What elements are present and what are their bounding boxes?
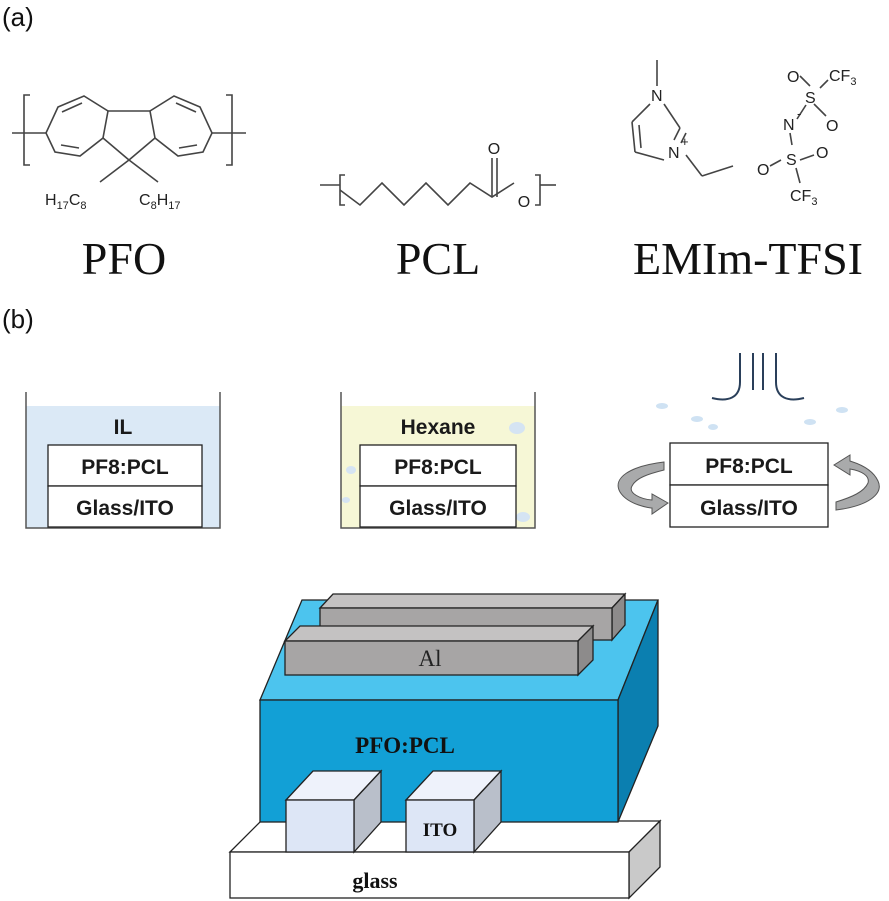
spin-substrate-label: Glass/ITO [700, 497, 798, 520]
pfo-left-chain: H17C8 [45, 192, 87, 212]
al-back-top [318, 593, 627, 609]
spin-substrate-layer [669, 484, 829, 528]
hexane-bubble [509, 422, 525, 434]
hexane-beaker [340, 392, 536, 529]
pfo-right-chain: C8H17 [139, 192, 181, 212]
tfsi-oxygen-2: O [826, 118, 838, 135]
pfo-bonds [12, 94, 246, 183]
droplet [691, 416, 703, 422]
emim-bonds [631, 60, 734, 177]
process-spin: PF8:PCL Glass/ITO [617, 353, 880, 528]
tfsi-bonds [769, 75, 829, 184]
il-substrate-layer [47, 485, 203, 528]
rotation-arrow-left-icon [617, 461, 669, 515]
active-layer-label: PFO:PCL [355, 733, 455, 758]
hexane-substrate-label: Glass/ITO [389, 497, 487, 520]
hexane-bubble [346, 466, 356, 474]
tfsi-oxygen-1: O [787, 69, 799, 86]
pfo-structure: H17C8 C8H17 [12, 94, 246, 212]
emim-nitrogen: N [651, 88, 663, 105]
emim-nitrogen-plus: N [668, 145, 680, 162]
ito-left-front [285, 799, 355, 853]
al-label: Al [419, 646, 442, 671]
droplet [836, 407, 848, 413]
tfsi-nitrogen-anion: N [783, 117, 795, 134]
spin-film-label: PF8:PCL [705, 455, 793, 478]
device-schematic: glass PFO:PCL Al ITO [228, 592, 662, 900]
panel-label-b: (b) [2, 304, 34, 334]
emim-plus-charge: + [681, 134, 689, 149]
tfsi-minus-charge: - [797, 106, 801, 121]
tfsi-cf3-bottom: CF3 [790, 188, 817, 208]
glass-front [229, 851, 630, 899]
hexane-bubble [516, 512, 530, 522]
airflow-left-line [711, 353, 741, 401]
tfsi-sulfur-bottom: S [786, 152, 797, 169]
droplet [656, 403, 668, 409]
hexane-substrate-layer [359, 485, 517, 528]
tfsi-cf3-top: CF3 [829, 68, 856, 88]
hexane-bubble [342, 497, 350, 503]
hexane-solvent-label: Hexane [401, 416, 476, 439]
pfo-name: PFO [82, 233, 166, 284]
droplet [708, 424, 718, 430]
process-il: IL PF8:PCL Glass/ITO [25, 392, 221, 529]
tfsi-oxygen-4: O [816, 145, 828, 162]
ito-label: ITO [423, 820, 458, 841]
spin-film-layer [669, 442, 829, 486]
il-beaker [25, 392, 221, 529]
il-film-layer [47, 444, 203, 487]
al-front-front [284, 640, 579, 676]
pcl-bonds [320, 158, 556, 207]
ito-right-front [405, 799, 475, 853]
glass-label: glass [352, 868, 398, 893]
tfsi-oxygen-3: O [757, 162, 769, 179]
tfsi-sulfur-top: S [805, 90, 816, 107]
al-front-top [283, 625, 595, 642]
pcl-ester-oxygen: O [518, 194, 530, 211]
pcl-carbonyl-oxygen: O [488, 141, 500, 158]
rotation-arrow-right-icon [833, 454, 880, 511]
il-solvent-label: IL [114, 416, 133, 439]
emim-tfsi-name: EMIm-TFSI [633, 233, 863, 284]
pcl-name: PCL [396, 233, 480, 284]
il-film-label: PF8:PCL [81, 456, 169, 479]
hexane-film-label: PF8:PCL [394, 456, 482, 479]
panel-label-a: (a) [2, 2, 34, 32]
pcl-structure: O O [320, 141, 556, 211]
emim-tfsi-structure: N N + O CF3 S O N - O S O CF3 [631, 60, 856, 208]
droplet [804, 419, 816, 425]
process-hexane: Hexane PF8:PCL Glass/ITO [340, 392, 536, 529]
airflow-right-line [775, 353, 805, 401]
il-substrate-label: Glass/ITO [76, 497, 174, 520]
